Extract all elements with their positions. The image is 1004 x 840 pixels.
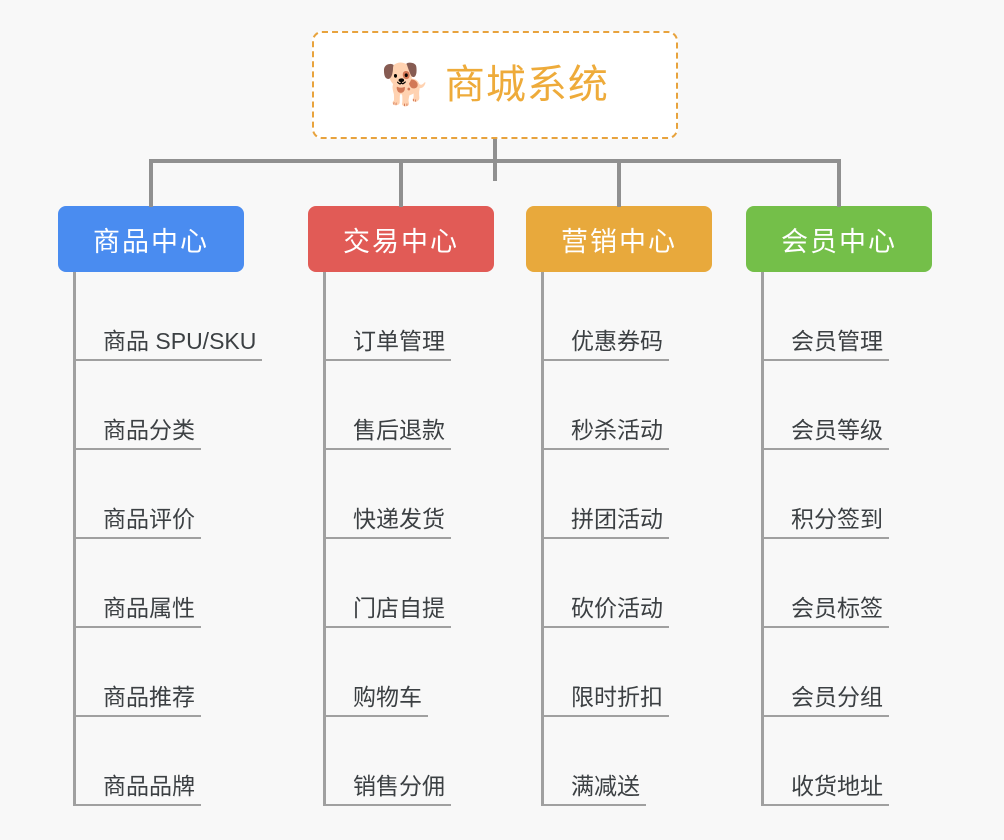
leaf-item[interactable]: 积分签到: [761, 450, 889, 539]
root-node-title: 商城系统: [444, 63, 609, 107]
leaf-trunk-line: [761, 272, 764, 806]
leaf-item[interactable]: 商品属性: [73, 539, 201, 628]
leaf-item-label: 商品 SPU/SKU: [103, 328, 257, 354]
leaf-item-label: 限时折扣: [571, 684, 663, 710]
leaf-item[interactable]: 满减送: [541, 717, 646, 806]
leaf-item-label: 会员管理: [791, 328, 883, 354]
leaf-item[interactable]: 秒杀活动: [541, 361, 669, 450]
leaf-item-label: 购物车: [353, 684, 422, 710]
leaf-item-label: 商品分类: [103, 417, 195, 443]
category-label: 营销中心: [561, 226, 677, 257]
leaf-item-label: 会员分组: [791, 684, 883, 710]
leaf-item-label: 订单管理: [353, 328, 445, 354]
leaf-trunk-line: [323, 272, 326, 806]
leaf-item[interactable]: 商品评价: [73, 450, 201, 539]
leaf-trunk-line: [541, 272, 544, 806]
leaf-item[interactable]: 限时折扣: [541, 628, 669, 717]
category-box-3[interactable]: 营销中心: [526, 206, 712, 272]
leaf-item[interactable]: 订单管理: [323, 272, 451, 361]
leaf-group-4: 会员管理会员等级积分签到会员标签会员分组收货地址: [761, 272, 987, 806]
leaf-item-label: 收货地址: [791, 773, 883, 799]
category-box-4[interactable]: 会员中心: [746, 206, 932, 272]
leaf-item[interactable]: 门店自提: [323, 539, 451, 628]
leaf-item[interactable]: 收货地址: [761, 717, 889, 806]
leaf-item[interactable]: 销售分佣: [323, 717, 451, 806]
leaf-item[interactable]: 砍价活动: [541, 539, 669, 628]
leaf-item-label: 砍价活动: [571, 595, 663, 621]
leaf-item-label: 积分签到: [791, 506, 883, 532]
leaf-item-label: 商品品牌: [103, 773, 195, 799]
leaf-trunk-line: [73, 272, 76, 806]
connector-drop-2: [399, 159, 403, 207]
leaf-item[interactable]: 会员标签: [761, 539, 889, 628]
leaf-item[interactable]: 商品分类: [73, 361, 201, 450]
shiba-dog-emoji: 🐕: [381, 62, 431, 108]
leaf-item[interactable]: 商品品牌: [73, 717, 201, 806]
leaf-item-label: 销售分佣: [353, 773, 445, 799]
leaf-item[interactable]: 商品推荐: [73, 628, 201, 717]
leaf-item[interactable]: 售后退款: [323, 361, 451, 450]
leaf-item[interactable]: 会员等级: [761, 361, 889, 450]
category-label: 会员中心: [781, 226, 897, 257]
leaf-item[interactable]: 购物车: [323, 628, 428, 717]
leaf-item[interactable]: 商品 SPU/SKU: [73, 272, 262, 361]
leaf-item-label: 优惠券码: [571, 328, 663, 354]
leaf-item-label: 拼团活动: [571, 506, 663, 532]
leaf-item-label: 满减送: [571, 773, 640, 799]
category-label: 商品中心: [93, 226, 209, 257]
category-label: 交易中心: [343, 226, 459, 257]
leaf-item-label: 售后退款: [353, 417, 445, 443]
connector-drop-3: [617, 159, 621, 207]
connector-drop-4: [837, 159, 841, 207]
leaf-item[interactable]: 拼团活动: [541, 450, 669, 539]
leaf-item-label: 商品属性: [103, 595, 195, 621]
connector-horizontal-bus: [150, 159, 841, 163]
leaf-group-1: 商品 SPU/SKU 商品分类商品评价商品属性商品推荐商品品牌: [73, 272, 299, 806]
leaf-item[interactable]: 优惠券码: [541, 272, 669, 361]
root-node-mall-system[interactable]: 🐕 商城系统: [312, 31, 678, 139]
leaf-item[interactable]: 会员分组: [761, 628, 889, 717]
leaf-group-3: 优惠券码秒杀活动拼团活动砍价活动限时折扣满减送: [541, 272, 767, 806]
leaf-item[interactable]: 会员管理: [761, 272, 889, 361]
category-box-1[interactable]: 商品中心: [58, 206, 244, 272]
leaf-item-label: 商品推荐: [103, 684, 195, 710]
leaf-item-label: 会员等级: [791, 417, 883, 443]
connector-drop-1: [149, 159, 153, 207]
leaf-item-label: 快递发货: [353, 506, 445, 532]
leaf-group-2: 订单管理售后退款快递发货门店自提购物车销售分佣: [323, 272, 549, 806]
leaf-item-label: 门店自提: [353, 595, 445, 621]
leaf-item[interactable]: 快递发货: [323, 450, 451, 539]
category-box-2[interactable]: 交易中心: [308, 206, 494, 272]
leaf-item-label: 会员标签: [791, 595, 883, 621]
leaf-item-label: 商品评价: [103, 506, 195, 532]
leaf-item-label: 秒杀活动: [571, 417, 663, 443]
